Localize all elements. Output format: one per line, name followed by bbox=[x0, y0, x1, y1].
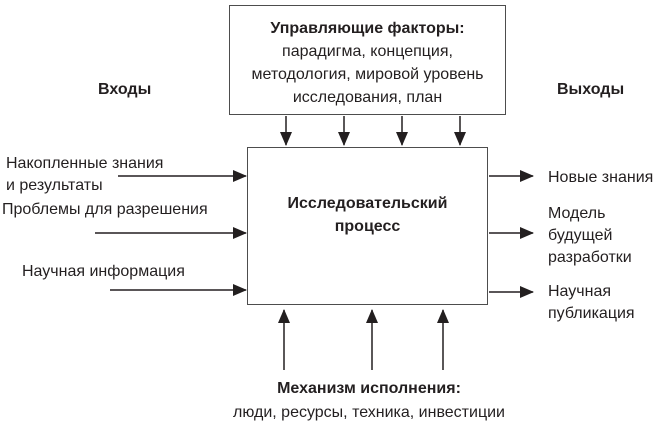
mechanism-title: Механизм исполнения: bbox=[277, 380, 461, 397]
control-factors-items: парадигма, концепция, методология, миров… bbox=[251, 43, 484, 106]
mechanism-caption: Механизм исполнения: люди, ресурсы, техн… bbox=[169, 377, 569, 425]
arrow-groups bbox=[95, 116, 534, 370]
control-factors-box: Управляющие факторы: парадигма, концепци… bbox=[229, 5, 506, 115]
input-label-2: Проблемы для разрешения bbox=[2, 201, 208, 218]
mechanism-items: люди, ресурсы, техника, инвестиции bbox=[233, 404, 505, 421]
input-label-3: Научная информация bbox=[22, 263, 185, 280]
outputs-heading: Выходы bbox=[557, 81, 625, 98]
process-box: Исследовательский процесс bbox=[247, 147, 488, 305]
process-box-label: Исследовательский процесс bbox=[287, 195, 448, 235]
inputs-heading: Входы bbox=[98, 81, 152, 98]
output-label-1: Новые знания bbox=[548, 169, 654, 186]
input-label-1: Накопленные знания и результаты bbox=[6, 155, 164, 194]
control-factors-title: Управляющие факторы: bbox=[270, 20, 465, 37]
output-label-2: Модель будущей разработки bbox=[548, 205, 632, 266]
output-label-3: Научная публикация bbox=[548, 283, 635, 322]
